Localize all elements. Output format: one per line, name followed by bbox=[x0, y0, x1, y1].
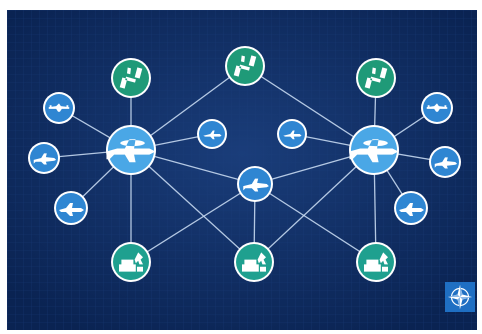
awacs-aircraft-icon bbox=[106, 139, 156, 163]
jet-icon bbox=[203, 130, 222, 140]
node-transport-left bbox=[54, 191, 88, 225]
node-fighter-left-1 bbox=[28, 142, 60, 174]
node-fighter-center bbox=[237, 166, 273, 202]
network-nodes bbox=[28, 46, 461, 282]
node-ground-right bbox=[356, 242, 396, 282]
fighter-jet-icon bbox=[33, 153, 57, 165]
fighter-jet-icon bbox=[434, 157, 458, 169]
satellite-icon bbox=[119, 67, 143, 89]
node-ground-left bbox=[111, 242, 151, 282]
network-diagram bbox=[7, 10, 477, 330]
node-transport-right bbox=[394, 191, 428, 225]
satellite-icon bbox=[364, 67, 388, 89]
fighter-jet-icon bbox=[243, 178, 269, 192]
node-jet-mid-left bbox=[197, 119, 227, 149]
node-sat-right bbox=[356, 58, 396, 98]
drone-icon bbox=[48, 103, 70, 112]
node-drone-left bbox=[43, 92, 75, 124]
connection-line bbox=[130, 183, 256, 263]
awacs-aircraft-icon bbox=[349, 139, 399, 163]
nato-badge bbox=[445, 282, 475, 312]
connection-line bbox=[130, 149, 255, 263]
node-sat-left bbox=[111, 58, 151, 98]
node-awacs-left bbox=[106, 125, 156, 175]
connection-line bbox=[254, 183, 377, 263]
node-drone-right bbox=[421, 92, 453, 124]
transport-aircraft-icon bbox=[399, 203, 424, 216]
node-jet-mid-right bbox=[277, 119, 307, 149]
node-ground-center bbox=[234, 242, 274, 282]
drone-icon bbox=[426, 103, 448, 112]
jet-icon bbox=[283, 130, 302, 140]
connection-line bbox=[244, 65, 375, 151]
node-awacs-right bbox=[349, 125, 399, 175]
transport-aircraft-icon bbox=[59, 203, 84, 216]
satellite-icon bbox=[233, 55, 257, 77]
nato-compass-icon bbox=[448, 285, 472, 309]
node-fighter-right-1 bbox=[429, 146, 461, 178]
connection-line bbox=[253, 149, 375, 263]
node-sat-top bbox=[225, 46, 265, 86]
